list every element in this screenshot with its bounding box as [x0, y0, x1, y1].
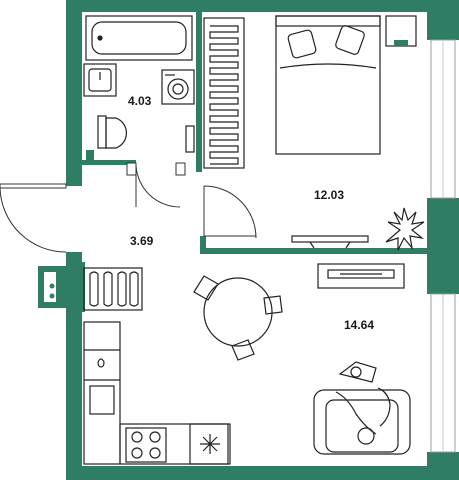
windows [430, 39, 456, 453]
bedroom-tv-icon [291, 235, 369, 249]
toilet-icon [97, 115, 128, 149]
bathroom-door[interactable] [126, 162, 186, 208]
plant-icon [385, 207, 425, 251]
electrical-panel-icon [38, 266, 66, 308]
tv-icon [317, 263, 405, 289]
armchair-icon [313, 361, 411, 455]
bathroom-bottom-wall [82, 160, 136, 165]
hallway-area: 3.69 [130, 234, 154, 248]
towel-rail-icon [185, 125, 195, 153]
dining-table-icon [193, 275, 283, 361]
fridge-icon [189, 423, 231, 465]
sink-icon [83, 63, 117, 97]
right-wall-middle [427, 198, 459, 294]
entrance-door[interactable] [0, 183, 67, 253]
double-bed-icon [275, 15, 381, 155]
bedroom-door[interactable] [203, 185, 257, 239]
left-wall-lower [66, 252, 82, 480]
top-wall [66, 0, 459, 12]
nightstand-icon [385, 15, 417, 47]
right-wall-top [427, 0, 459, 40]
bedroom-area: 12.03 [314, 188, 345, 202]
bedroom-door-jamb [200, 236, 206, 254]
bathroom-vent [86, 150, 94, 160]
left-wall-upper [66, 0, 82, 186]
kitchen-counter-icon [83, 321, 229, 465]
shoe-rack-icon [83, 267, 143, 311]
bottom-wall [66, 466, 459, 480]
bathroom-area: 4.03 [128, 94, 152, 108]
bathroom-bedroom-wall [196, 12, 202, 172]
bathtub-icon [85, 15, 193, 61]
right-wall-bottom [427, 452, 459, 480]
wardrobe-icon [203, 17, 245, 169]
stove-icon [125, 427, 167, 463]
walls [66, 0, 459, 480]
bedroom-bottom-wall [200, 248, 427, 254]
washing-machine-icon [161, 69, 195, 105]
living-kitchen-area: 14.64 [344, 318, 375, 332]
